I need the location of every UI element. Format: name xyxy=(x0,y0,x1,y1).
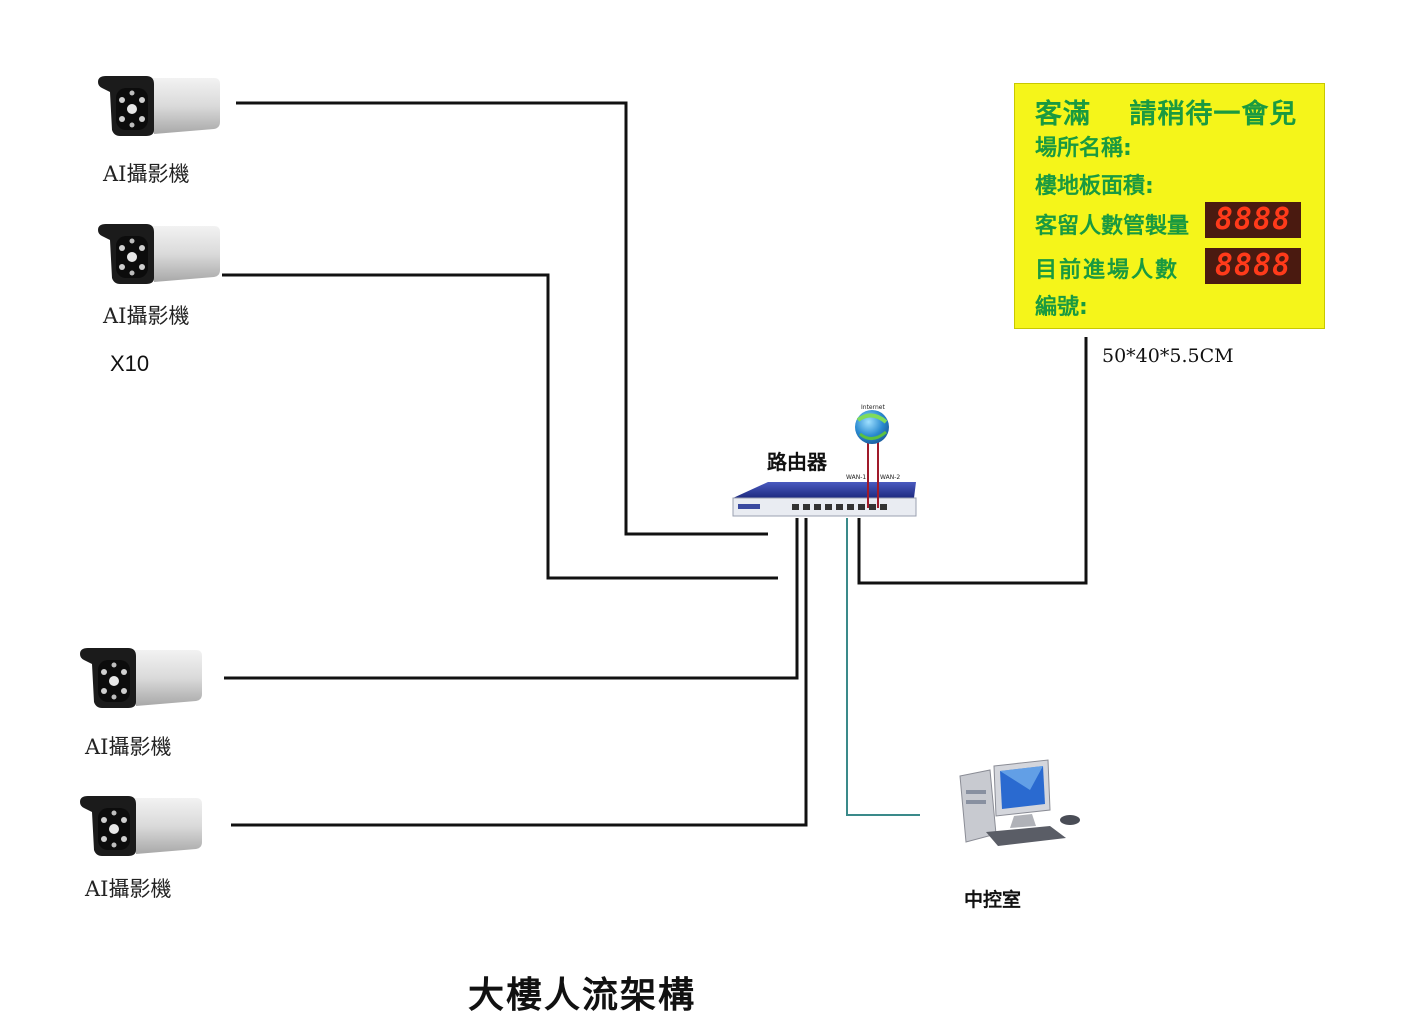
cable-camera-1 xyxy=(236,101,768,536)
internet-globe-icon xyxy=(855,410,889,444)
camera-2-icon xyxy=(98,224,220,284)
cable-camera-2 xyxy=(222,273,778,580)
internet-label: Internet xyxy=(861,404,885,411)
board-venue-name: 場所名稱: xyxy=(1035,136,1132,161)
wan2-label: WAN-2 xyxy=(880,474,900,481)
cable-camera-3 xyxy=(224,518,799,680)
board-capacity-label: 客留人數管製量 xyxy=(1035,214,1190,239)
router-icon xyxy=(732,482,917,517)
camera-3-label: AI攝影機 xyxy=(85,735,172,759)
computer-icon xyxy=(959,759,1080,846)
board-floor-area: 樓地板面積: xyxy=(1035,174,1154,199)
camera-cables xyxy=(222,101,1088,827)
board-current-count-digits: 8888 xyxy=(1205,248,1301,284)
board-number-label: 編號: xyxy=(1035,295,1088,320)
camera-3-icon xyxy=(80,648,202,708)
board-size-label: 50*40*5.5CM xyxy=(1102,345,1234,367)
board-current-count-label: 目前進場人數 xyxy=(1035,258,1180,283)
camera-1-icon xyxy=(98,76,220,136)
wan1-label: WAN-1 xyxy=(846,474,866,481)
cable-camera-4 xyxy=(231,518,808,827)
control-room-label: 中控室 xyxy=(964,889,1022,911)
board-status-line: 客滿 請稍待一會兒 xyxy=(1035,99,1298,130)
camera-count-label: X10 xyxy=(110,351,150,376)
cable-control-room xyxy=(846,518,920,816)
board-capacity-digits: 8888 xyxy=(1205,202,1301,238)
camera-4-label: AI攝影機 xyxy=(85,877,172,901)
cable-display-board xyxy=(857,337,1088,585)
camera-1-label: AI攝影機 xyxy=(103,162,190,186)
page-title: 大樓人流架構 xyxy=(468,975,697,1016)
router-label: 路由器 xyxy=(767,450,827,474)
camera-4-icon xyxy=(80,796,202,856)
camera-2-label: AI攝影機 xyxy=(103,304,190,328)
display-board: 客滿 請稍待一會兒 場所名稱: 樓地板面積: 客留人數管製量 8888 目前進場… xyxy=(1014,83,1325,329)
